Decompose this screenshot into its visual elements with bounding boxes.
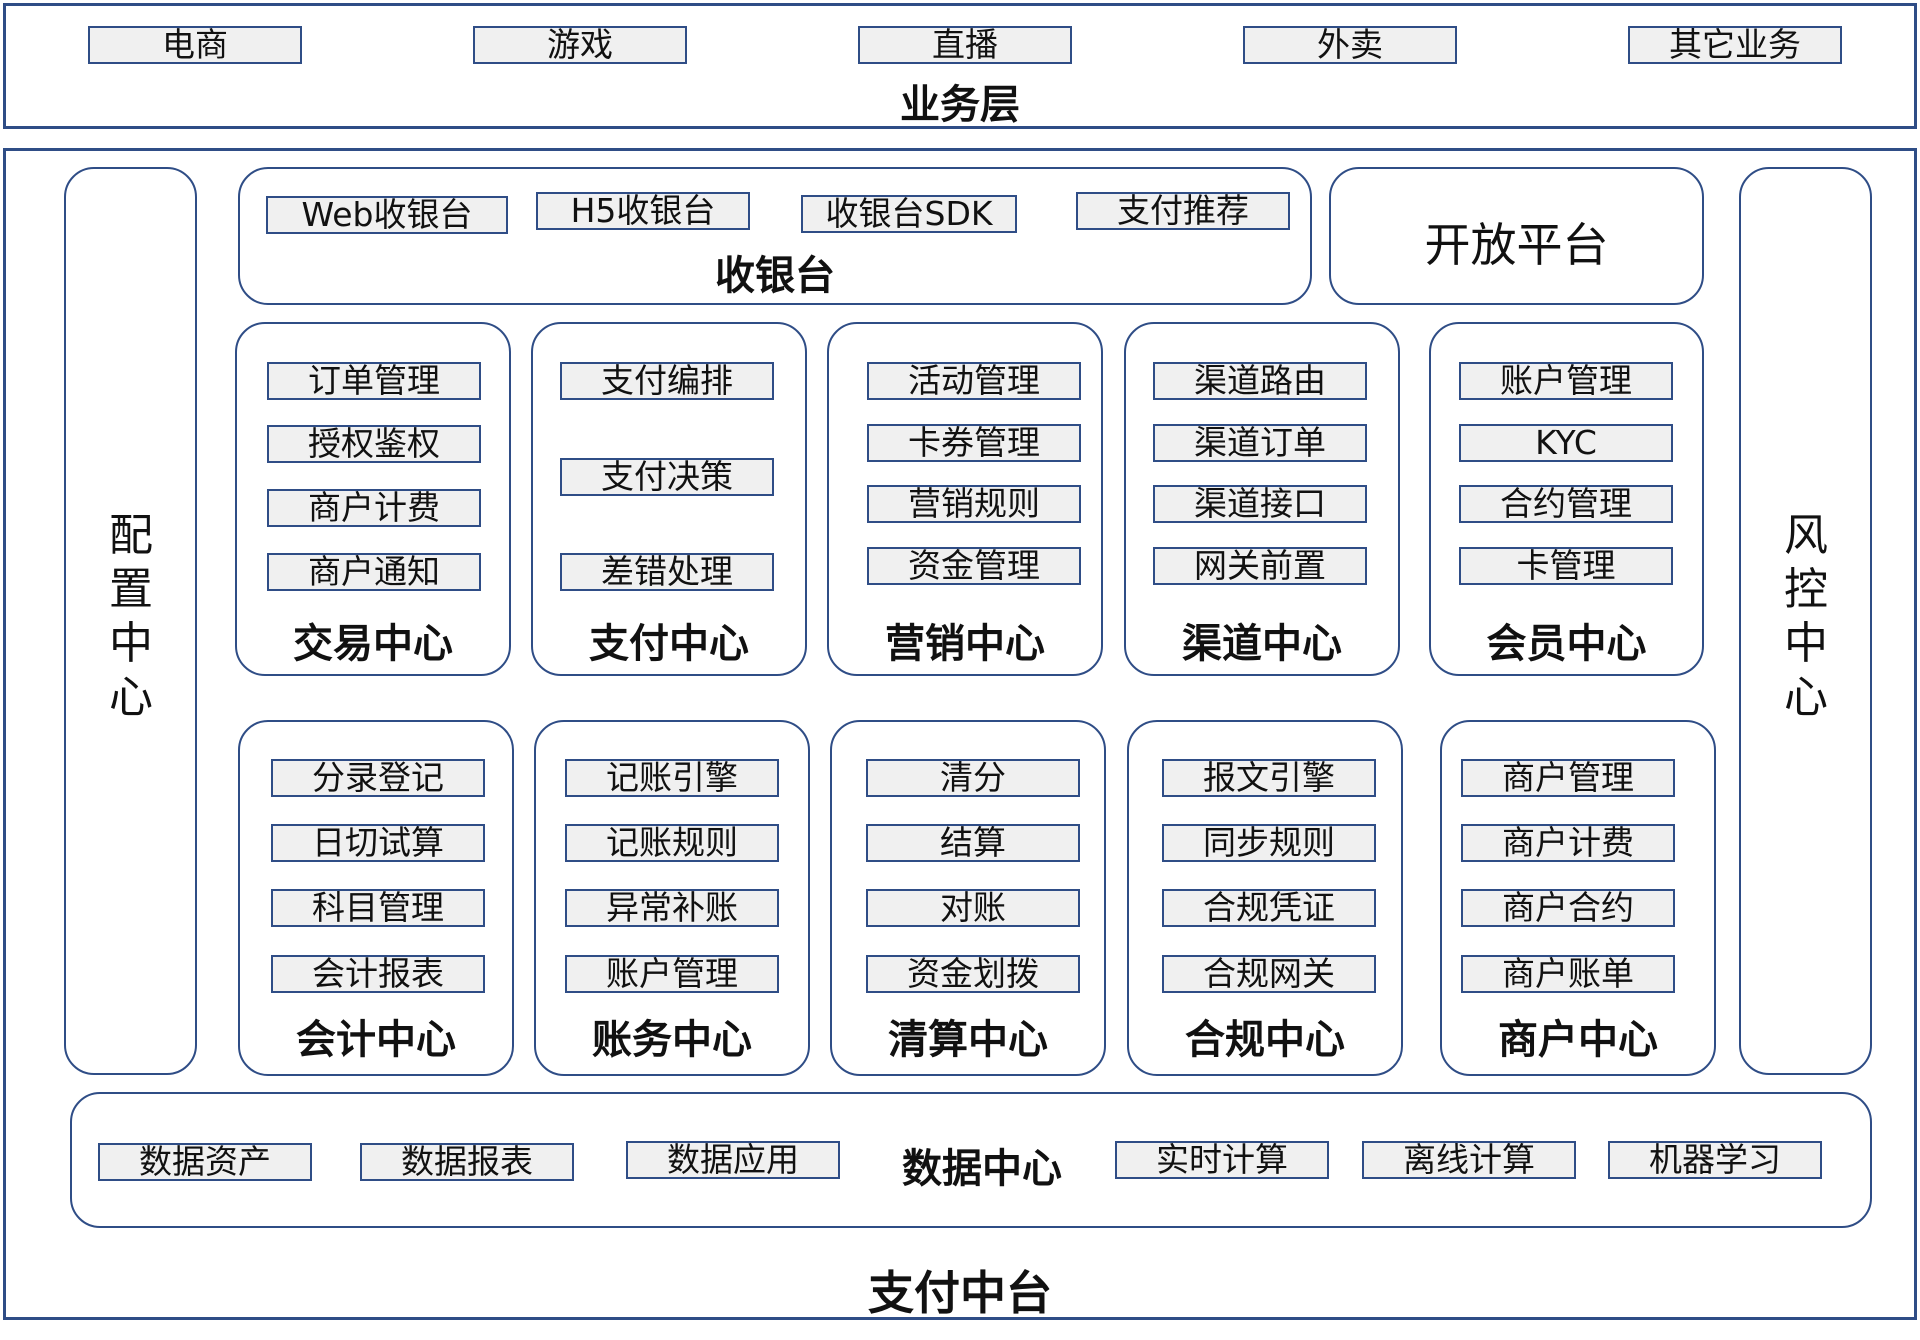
center-item: 卡管理 bbox=[1459, 547, 1673, 585]
center-item: 营销规则 bbox=[867, 485, 1081, 523]
data-item: 数据应用 bbox=[626, 1141, 840, 1179]
center-item: 报文引擎 bbox=[1162, 759, 1376, 797]
center-item: 同步规则 bbox=[1162, 824, 1376, 862]
center-title: 商户中心 bbox=[1498, 1017, 1658, 1063]
center-item: 合规网关 bbox=[1162, 955, 1376, 993]
center-item: 账户管理 bbox=[565, 955, 779, 993]
center-item: 日切试算 bbox=[271, 824, 485, 862]
cashier-item: H5收银台 bbox=[536, 192, 750, 230]
center-item: 渠道路由 bbox=[1153, 362, 1367, 400]
center-item: 科目管理 bbox=[271, 889, 485, 927]
data-item: 离线计算 bbox=[1362, 1141, 1576, 1179]
cashier-item: Web收银台 bbox=[266, 196, 508, 234]
center-item: KYC bbox=[1459, 424, 1673, 462]
platform-title: 支付中台 bbox=[868, 1266, 1052, 1320]
center-item: 商户计费 bbox=[1461, 824, 1675, 862]
center-item: 渠道接口 bbox=[1153, 485, 1367, 523]
risk-center-title: 风控中心 bbox=[1784, 510, 1828, 723]
open-platform-panel: 开放平台 bbox=[1329, 167, 1704, 305]
center-item: 商户账单 bbox=[1461, 955, 1675, 993]
cashier-item: 收银台SDK bbox=[801, 195, 1017, 233]
center-title: 营销中心 bbox=[885, 621, 1045, 667]
channel-center-panel: 渠道路由 渠道订单 渠道接口 网关前置 渠道中心 bbox=[1124, 322, 1400, 676]
data-item: 机器学习 bbox=[1608, 1141, 1822, 1179]
center-item: 商户管理 bbox=[1461, 759, 1675, 797]
cashier-item: 支付推荐 bbox=[1076, 192, 1290, 230]
center-item: 支付编排 bbox=[560, 362, 774, 400]
ledger-center-panel: 记账引擎 记账规则 异常补账 账户管理 账务中心 bbox=[534, 720, 810, 1076]
center-title: 合规中心 bbox=[1185, 1017, 1345, 1063]
center-title: 清算中心 bbox=[888, 1017, 1048, 1063]
merchant-center-panel: 商户管理 商户计费 商户合约 商户账单 商户中心 bbox=[1440, 720, 1716, 1076]
marketing-center-panel: 活动管理 卡券管理 营销规则 资金管理 营销中心 bbox=[827, 322, 1103, 676]
clearing-center-panel: 清分 结算 对账 资金划拨 清算中心 bbox=[830, 720, 1106, 1076]
business-item: 外卖 bbox=[1243, 26, 1457, 64]
payment-center-panel: 支付编排 支付决策 差错处理 支付中心 bbox=[531, 322, 807, 676]
cashier-title: 收银台 bbox=[715, 253, 835, 299]
center-item: 合约管理 bbox=[1459, 485, 1673, 523]
trade-center-panel: 订单管理 授权鉴权 商户计费 商户通知 交易中心 bbox=[235, 322, 511, 676]
center-item: 商户计费 bbox=[267, 489, 481, 527]
center-title: 账务中心 bbox=[592, 1017, 752, 1063]
config-center-panel: 配置中心 bbox=[64, 167, 197, 1075]
center-item: 资金管理 bbox=[867, 547, 1081, 585]
center-item: 差错处理 bbox=[560, 553, 774, 591]
accounting-center-panel: 分录登记 日切试算 科目管理 会计报表 会计中心 bbox=[238, 720, 514, 1076]
center-item: 清分 bbox=[866, 759, 1080, 797]
center-title: 会员中心 bbox=[1486, 621, 1647, 667]
center-item: 支付决策 bbox=[560, 458, 774, 496]
business-layer-title: 业务层 bbox=[900, 82, 1020, 128]
center-title: 渠道中心 bbox=[1182, 621, 1342, 667]
business-item: 其它业务 bbox=[1628, 26, 1842, 64]
center-item: 分录登记 bbox=[271, 759, 485, 797]
center-title: 交易中心 bbox=[293, 621, 453, 667]
center-item: 渠道订单 bbox=[1153, 424, 1367, 462]
center-item: 商户通知 bbox=[267, 553, 481, 591]
center-item: 活动管理 bbox=[867, 362, 1081, 400]
data-item: 实时计算 bbox=[1115, 1141, 1329, 1179]
center-item: 订单管理 bbox=[267, 362, 481, 400]
center-item: 卡券管理 bbox=[867, 424, 1081, 462]
data-item: 数据资产 bbox=[98, 1143, 312, 1181]
compliance-center-panel: 报文引擎 同步规则 合规凭证 合规网关 合规中心 bbox=[1127, 720, 1403, 1076]
member-center-panel: 账户管理 KYC 合约管理 卡管理 会员中心 bbox=[1429, 322, 1704, 676]
center-item: 授权鉴权 bbox=[267, 425, 481, 463]
center-title: 支付中心 bbox=[589, 621, 749, 667]
center-item: 记账规则 bbox=[565, 824, 779, 862]
payment-platform-box: 支付中台 bbox=[3, 148, 1917, 1320]
center-item: 商户合约 bbox=[1461, 889, 1675, 927]
center-item: 网关前置 bbox=[1153, 547, 1367, 585]
business-item: 电商 bbox=[88, 26, 302, 64]
open-platform-title: 开放平台 bbox=[1424, 218, 1609, 272]
center-item: 账户管理 bbox=[1459, 362, 1673, 400]
data-item: 数据报表 bbox=[360, 1143, 574, 1181]
business-item: 直播 bbox=[858, 26, 1072, 64]
center-item: 结算 bbox=[866, 824, 1080, 862]
data-center-panel: 数据资产 数据报表 数据应用 数据中心 实时计算 离线计算 机器学习 bbox=[70, 1092, 1872, 1228]
risk-center-panel: 风控中心 bbox=[1739, 167, 1872, 1075]
config-center-title: 配置中心 bbox=[109, 510, 153, 723]
center-item: 资金划拨 bbox=[866, 955, 1080, 993]
center-item: 合规凭证 bbox=[1162, 889, 1376, 927]
center-item: 记账引擎 bbox=[565, 759, 779, 797]
center-item: 会计报表 bbox=[271, 955, 485, 993]
center-item: 异常补账 bbox=[565, 889, 779, 927]
center-title: 会计中心 bbox=[296, 1017, 456, 1063]
center-item: 对账 bbox=[866, 889, 1080, 927]
business-layer-box: 电商 游戏 直播 外卖 其它业务 业务层 bbox=[3, 3, 1917, 129]
cashier-panel: Web收银台 H5收银台 收银台SDK 支付推荐 收银台 bbox=[238, 167, 1312, 305]
data-center-title: 数据中心 bbox=[902, 1146, 1062, 1192]
business-item: 游戏 bbox=[473, 26, 687, 64]
